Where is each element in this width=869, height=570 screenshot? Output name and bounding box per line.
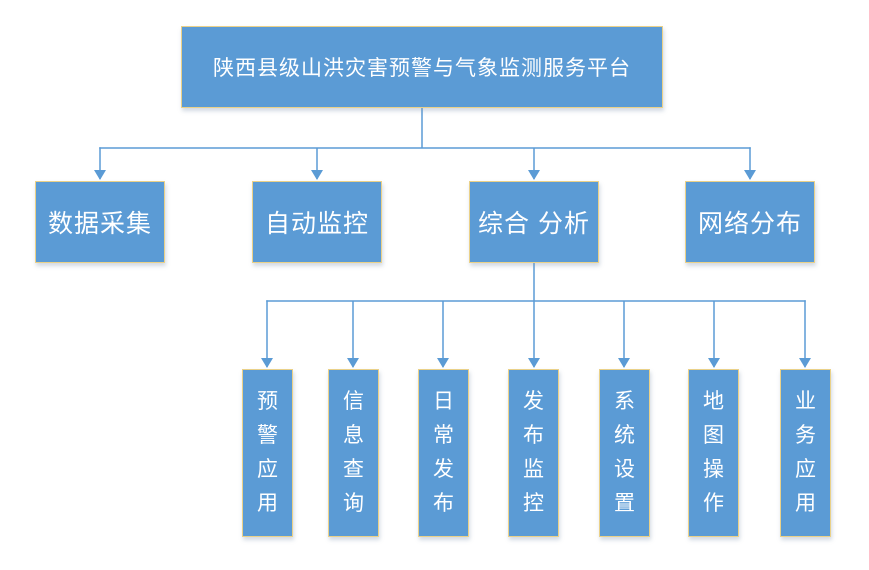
node-info-query-label: 信 息 查 询 (343, 389, 364, 516)
node-network-distribution-label: 网络分布 (697, 210, 802, 238)
node-daily-release-label: 日 常 发 布 (433, 389, 454, 516)
node-map-operation-label: 地 图 操 作 (703, 389, 724, 516)
node-comprehensive-analysis: 综合 分析 (469, 181, 599, 263)
node-release-monitoring: 发 布 监 控 (508, 369, 559, 537)
node-system-settings: 系 统 设 置 (599, 369, 650, 537)
node-data-collection: 数据采集 (35, 181, 165, 263)
node-warning-application-label: 预 警 应 用 (257, 389, 278, 516)
node-auto-monitoring: 自动监控 (252, 181, 382, 263)
node-platform-root: 陕西县级山洪灾害预警与气象监测服务平台 (181, 26, 663, 108)
node-daily-release: 日 常 发 布 (418, 369, 469, 537)
node-data-collection-label: 数据采集 (47, 210, 152, 238)
node-platform-root-label: 陕西县级山洪灾害预警与气象监测服务平台 (213, 57, 631, 80)
node-system-settings-label: 系 统 设 置 (614, 389, 635, 516)
node-warning-application: 预 警 应 用 (242, 369, 293, 537)
node-auto-monitoring-label: 自动监控 (264, 210, 369, 238)
node-map-operation: 地 图 操 作 (688, 369, 739, 537)
node-network-distribution: 网络分布 (685, 181, 815, 263)
node-comprehensive-analysis-label: 综合 分析 (478, 210, 590, 238)
node-business-application: 业 务 应 用 (780, 369, 831, 537)
node-business-application-label: 业 务 应 用 (795, 389, 816, 516)
node-release-monitoring-label: 发 布 监 控 (523, 389, 544, 516)
node-info-query: 信 息 查 询 (328, 369, 379, 537)
